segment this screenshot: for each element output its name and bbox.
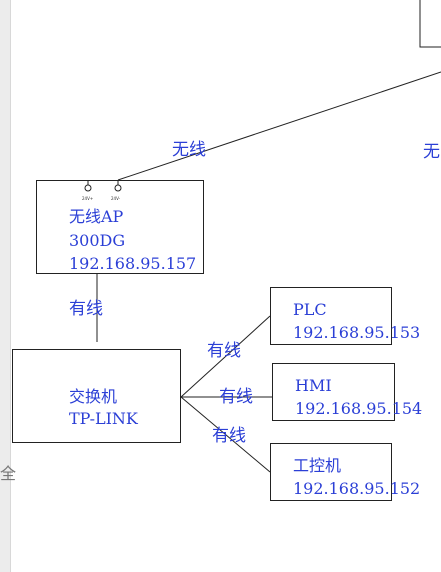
switch-ipc-label: 有线	[212, 426, 246, 446]
switch-node	[12, 349, 181, 443]
hmi-name: HMI	[295, 376, 332, 395]
ipc-name: 工控机	[293, 456, 342, 475]
left-panel-strip	[0, 0, 11, 572]
port-right-label: 24V-	[111, 196, 121, 201]
switch-plc-line	[180, 315, 271, 398]
hmi-node	[272, 363, 395, 421]
ap-ip: 192.168.95.157	[69, 254, 197, 273]
switch-plc-label: 有线	[207, 341, 241, 361]
plc-node	[270, 287, 392, 345]
switch-model: TP-LINK	[69, 409, 138, 428]
ap-title: 无线AP	[69, 207, 124, 226]
ipc-node	[270, 443, 392, 501]
plc-ip: 192.168.95.153	[293, 323, 421, 342]
plc-name: PLC	[293, 300, 327, 319]
ap-model: 300DG	[69, 231, 126, 250]
wireless-label-partial: 无	[423, 142, 440, 162]
wireless-link-line	[117, 71, 441, 181]
port-left-label: 24V+	[82, 196, 94, 201]
switch-hmi-label: 有线	[219, 387, 253, 407]
top-right-box	[419, 0, 441, 48]
wireless-ap-node	[36, 180, 204, 274]
hmi-ip: 192.168.95.154	[295, 399, 423, 418]
switch-ipc-line	[180, 396, 271, 473]
switch-title: 交换机	[69, 387, 118, 406]
side-glyph: 全	[0, 464, 17, 483]
wireless-label: 无线	[172, 140, 206, 160]
ipc-ip: 192.168.95.152	[293, 479, 421, 498]
ap-switch-label: 有线	[69, 299, 103, 319]
